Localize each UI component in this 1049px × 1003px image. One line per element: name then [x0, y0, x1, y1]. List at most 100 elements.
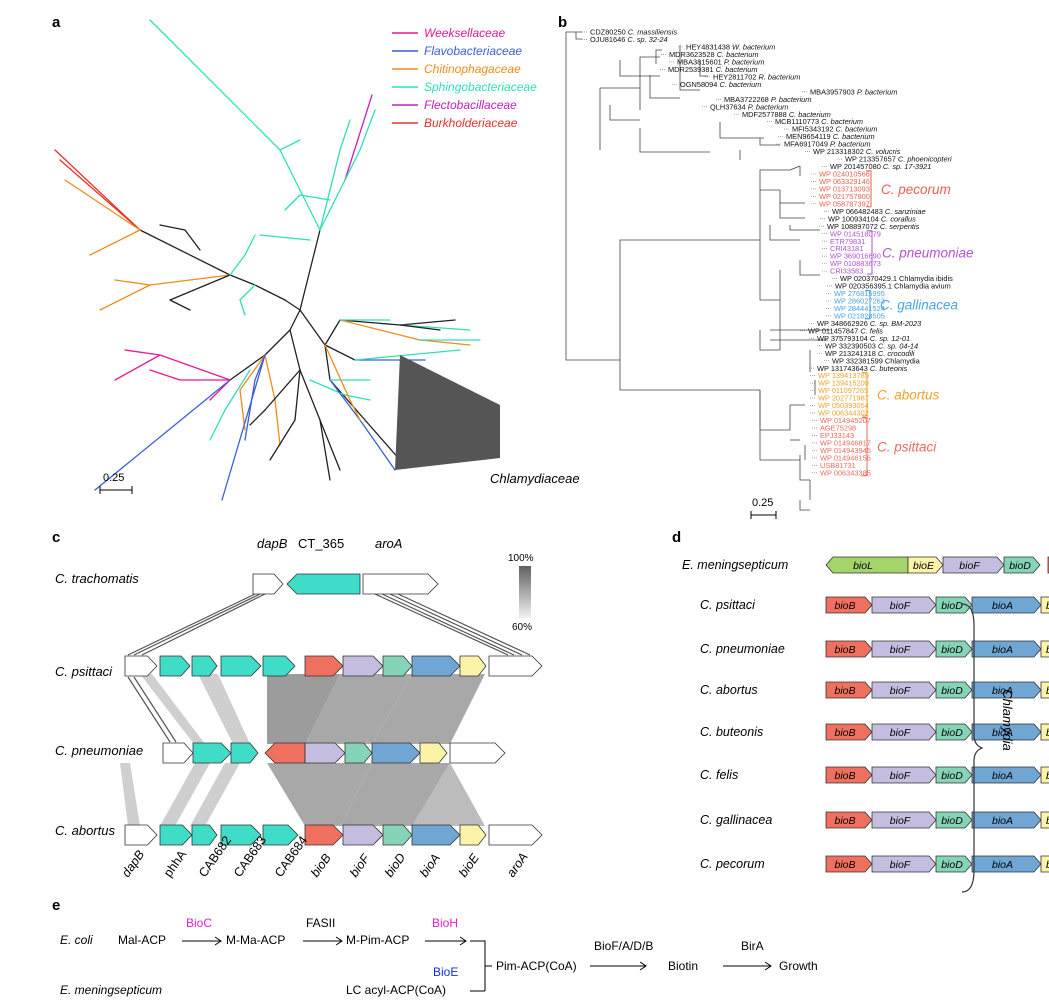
chlamydiaceae-collapsed-clade [395, 355, 500, 470]
m-ma-acp: M-Ma-ACP [226, 933, 285, 947]
tree-leaf: WP 020370429.1 Chlamydia ibidis [840, 274, 953, 283]
operon-gene-label: bioE [1046, 685, 1049, 697]
operon-gene-label: bioF [890, 644, 911, 656]
tree-leaf: QLH37634 P. bacterium [710, 102, 788, 111]
operon-gene-label: bioA [992, 644, 1013, 656]
merge-bracket [470, 940, 486, 991]
operon-gene-arrow [1040, 855, 1049, 873]
legend-item: Flectobacillaceae [424, 98, 517, 112]
operon-gene-label: bioA [992, 859, 1013, 871]
tree-leaf: WP 100934104 C. corallus [828, 214, 916, 223]
gene-arrow [264, 742, 306, 764]
panel-c-synteny: C. trachomatis C. psittaci C. pneumoniae… [55, 536, 543, 880]
group-bracket [866, 170, 872, 208]
tree-leaf: MBA3815601 P. bacterium [677, 57, 764, 66]
tree-leaf: HEY4831438 W. bacterium [686, 43, 775, 52]
gene-label-bottom: bioE [456, 851, 482, 880]
operon-gene-label: bioB [834, 600, 855, 612]
tree-leaf: AGE75298 [820, 424, 856, 433]
tree-leaf: MFI5343192 C. bacterium [792, 125, 877, 134]
tree-leaf: WP 021828505 [834, 311, 885, 320]
scale-label-a: 0.25 [103, 472, 124, 484]
tree-leaf: MDR2539381 C. bacterium [668, 65, 758, 74]
tree-leaf: WP 108897072 C. serpentis [827, 222, 920, 231]
tree-leaf: WP 213241318 C. crocodili [825, 349, 915, 358]
legend-item: Sphingobacteriaceae [424, 80, 537, 94]
operon-gene-arrow [871, 723, 937, 741]
family-legend: WeeksellaceaeFlavobacteriaceaeChitinopha… [392, 26, 537, 130]
operon-gene-label: bioE [1046, 600, 1049, 612]
gene-arrow [488, 655, 543, 677]
group-label: C. pneumoniae [882, 245, 974, 260]
operon-gene-label: bioB [834, 685, 855, 697]
gene-label-bottom: bioB [308, 851, 334, 880]
operon-gene-arrow [825, 723, 873, 741]
gene-arrow [220, 655, 262, 677]
gene-arrow [192, 742, 232, 764]
operon-gene-arrow [1040, 723, 1049, 741]
gene-label-bottom: dapB [119, 848, 147, 880]
operon-gene-arrow [1003, 556, 1041, 574]
operon-gene-arrow [971, 766, 1042, 784]
gene-arrow [191, 655, 218, 677]
gene-arrow [459, 824, 487, 846]
gene-arrow [191, 824, 218, 846]
tree-leaf: CRI43181 [830, 244, 863, 253]
gene-arrow [344, 742, 373, 764]
operon-gene-arrow [1040, 811, 1049, 829]
gene-arrow [371, 742, 421, 764]
tree-leaf: WP 058787397 [819, 199, 870, 208]
tree-leaf: WP 066482483 C. sanziniae [832, 207, 926, 216]
biotin: Biotin [668, 959, 698, 973]
tree-leaf: WP 139413785 [818, 371, 869, 380]
operon-gene-label: bioD [941, 600, 963, 612]
operon-species: C. felis [700, 768, 738, 782]
operon-gene-label: bioD [941, 685, 963, 697]
operon-gene-label: bioB [834, 815, 855, 827]
unrooted-tree-branches [54, 19, 481, 501]
operon-gene-arrow [871, 855, 937, 873]
gene-arrow-rows [124, 573, 543, 846]
operon-gene-arrow [942, 556, 1005, 574]
gene-arrow [286, 573, 361, 595]
operon-gene-label: bioE [1046, 815, 1049, 827]
tree-leaf: WP 010883673 [830, 259, 881, 268]
panel-b-letter: b [558, 14, 567, 31]
growth: Growth [779, 959, 818, 973]
gene-arrow [362, 573, 439, 595]
gene-arrow [159, 824, 193, 846]
operon-gene-label: bioD [1009, 560, 1031, 572]
operon-gene-label: bioE [1046, 727, 1049, 739]
emen-label: E. meningsepticum [60, 983, 162, 997]
group-label: C. psittaci [877, 440, 937, 455]
tree-leaf: WP 369016690 [830, 252, 881, 261]
operon-rows: E. meningsepticumbioLbioEbioFbioDbioBbio… [682, 556, 1049, 873]
gene-arrow [230, 742, 259, 764]
gene-arrow [488, 824, 543, 846]
operon-species: C. abortus [700, 683, 758, 697]
tree-leaf: WP 014943945 [820, 446, 871, 455]
identity-low-label: 60% [512, 622, 532, 633]
homology-lines [127, 593, 531, 743]
operon-gene-arrow [825, 596, 873, 614]
pim-acp: Pim-ACP(CoA) [496, 959, 577, 973]
tree-leaf: MEN9654119 C. bacterium [786, 132, 875, 141]
operon-gene-arrow [825, 681, 873, 699]
tree-leaf: CDZ80250 C. massiliensis [590, 28, 677, 37]
operon-gene-label: bioF [890, 727, 911, 739]
gene-arrow [419, 742, 448, 764]
tree-leaf: WP 006344302 [818, 409, 869, 418]
operon-gene-arrow [971, 640, 1042, 658]
tree-leaf: WP 284441524 [834, 304, 885, 313]
tree-leaf: WP 213357657 C. phoenicopteri [845, 155, 952, 164]
legend-item: Weeksellaceae [424, 26, 505, 40]
tree-leaf: MDF2577888 C. bacterium [742, 110, 831, 119]
operon-gene-arrow [935, 811, 973, 829]
gene-label-CT365: CT_365 [298, 536, 344, 551]
gene-label-bottom: bioF [347, 851, 373, 880]
scale-label-b: 0.25 [752, 497, 773, 509]
operon-gene-arrow [1040, 681, 1049, 699]
tree-leaf: WP 332390503 C. sp. 04-14 [825, 341, 918, 350]
panel-d-letter: d [672, 529, 681, 546]
